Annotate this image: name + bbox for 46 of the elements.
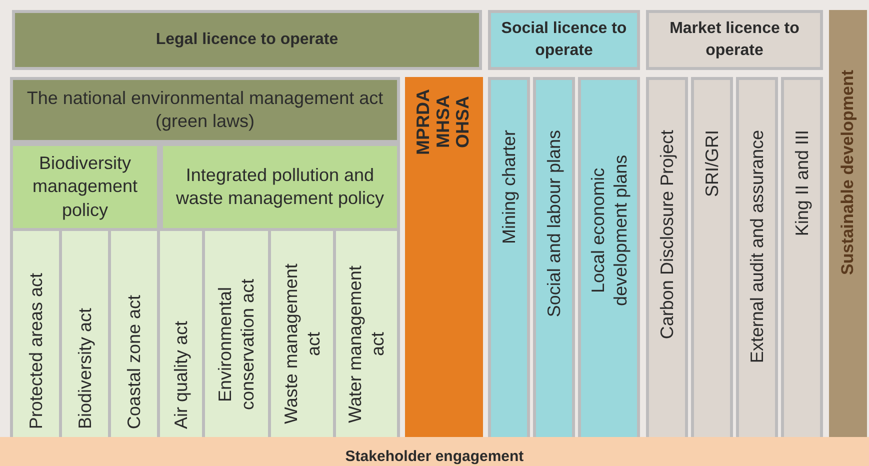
act-column (268, 228, 336, 440)
act-column (59, 228, 111, 440)
plan-column (578, 77, 640, 440)
header-band (646, 10, 823, 70)
column-label: MPRDA MHSA OHSA (414, 88, 474, 157)
column-label: Waste management act (280, 262, 324, 426)
column-label: Environmental conservation act (214, 277, 258, 412)
column-label: Air quality act (170, 320, 192, 429)
act-column (108, 228, 160, 440)
column-label: Biodiversity act (74, 308, 96, 429)
heading-text: Stakeholder engagement (344, 448, 525, 466)
heading-text: Market licence to operate (668, 19, 800, 61)
heading-text: Legal licence to operate (154, 30, 340, 50)
act-column (10, 228, 62, 440)
act-column (202, 228, 271, 440)
header-band (488, 10, 640, 70)
column-label: Protected areas act (24, 272, 47, 429)
side-column (829, 10, 867, 440)
band-text: The national environmental management act (green laws) (26, 86, 384, 133)
act-column (405, 77, 483, 440)
column-label: SRI/GRI (700, 130, 723, 198)
column-label: Coastal zone act (122, 294, 145, 429)
act-band (10, 77, 400, 143)
standard-column (736, 77, 778, 440)
base-band (0, 437, 869, 466)
column-label: Water management act (344, 264, 388, 425)
column-label: Sustainable development (838, 70, 858, 275)
act-column (333, 228, 400, 440)
header-band (12, 10, 482, 70)
plan-column (488, 77, 530, 440)
act-column (157, 228, 205, 440)
box-text: Biodiversity management policy (31, 152, 139, 222)
column-label: Social and labour plans (542, 130, 565, 318)
box-text: Integrated pollution and waste management policy (174, 164, 386, 210)
standard-column (646, 77, 688, 440)
column-label: Mining charter (498, 130, 520, 244)
column-label: Carbon Disclosure Project (656, 130, 678, 340)
policy-box (160, 143, 400, 231)
column-label: Local economic development plans (586, 153, 632, 308)
plan-column (533, 77, 575, 440)
standard-column (781, 77, 823, 440)
column-label: King II and III (790, 130, 813, 236)
column-label: External audit and assurance (746, 130, 768, 364)
standard-column (691, 77, 733, 440)
policy-box (10, 143, 160, 231)
heading-text: Social licence to operate (500, 19, 628, 61)
